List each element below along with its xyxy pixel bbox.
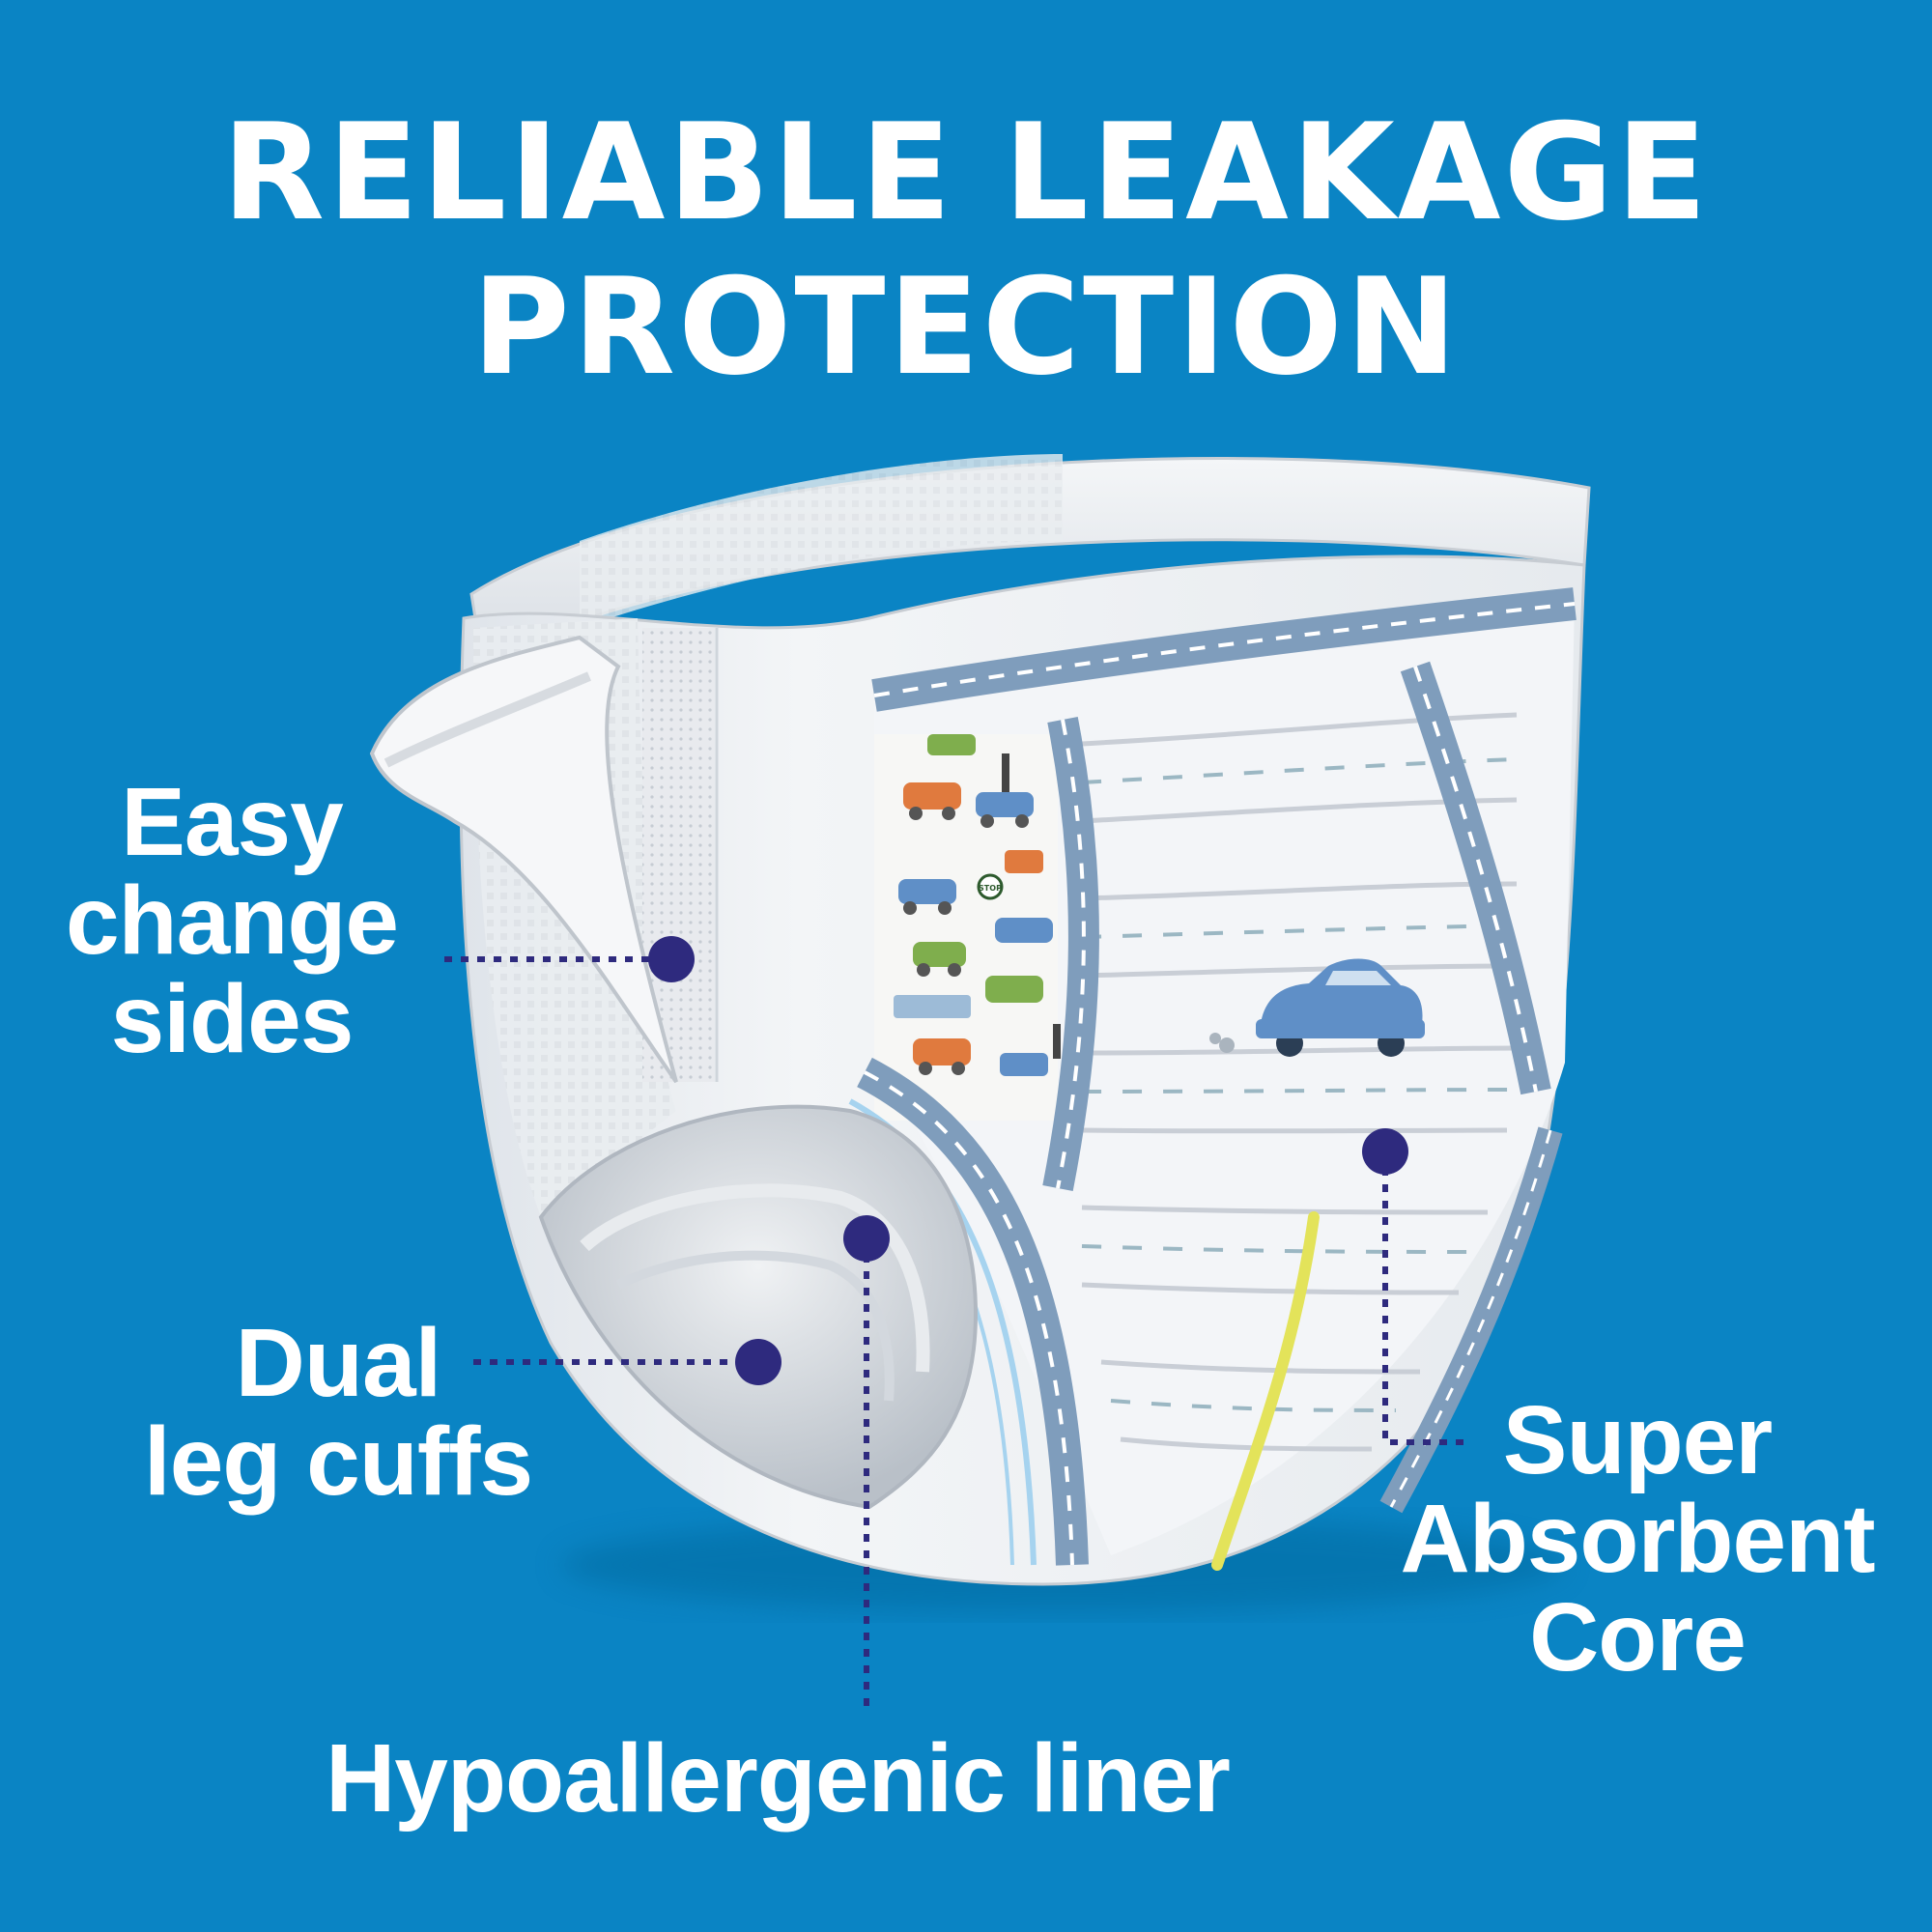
callout-dual-line-1: Dual <box>235 1309 442 1417</box>
leader-super-absorbent <box>1382 1151 1468 1445</box>
callout-easy-line-1: Easy <box>121 768 344 876</box>
stop-sign: STOP <box>979 884 1002 893</box>
easy-change-tab <box>369 635 678 1084</box>
callout-super-line-1: Super <box>1502 1386 1773 1494</box>
callout-super-line-2: Absorbent <box>1400 1485 1876 1593</box>
car-pattern: STOP <box>894 734 1061 1076</box>
wetness-indicator <box>1211 1211 1320 1571</box>
callout-super-absorbent-core: Super Absorbent Core <box>1362 1391 1913 1687</box>
headline-line-1: RELIABLE LEAKAGE <box>221 95 1711 250</box>
blue-car-graphic <box>1209 958 1425 1057</box>
marker-dual-leg-cuffs <box>735 1339 781 1385</box>
callout-dual-leg-cuffs: Dual leg cuffs <box>97 1314 580 1511</box>
leg-cuff-inner <box>615 1250 895 1402</box>
callout-easy-change-sides: Easy change sides <box>29 773 435 1068</box>
callout-super-line-3: Core <box>1529 1583 1747 1691</box>
callout-hypo-line-1: Hypoallergenic liner <box>326 1724 1231 1833</box>
road-bands <box>837 587 1577 1566</box>
leg-opening <box>538 1104 979 1510</box>
waistband-back-mesh <box>580 454 1063 628</box>
headline-line-2: PROTECTION <box>471 249 1461 405</box>
callout-easy-line-2: change <box>65 867 399 975</box>
marker-easy-change <box>648 936 695 982</box>
leg-cuff-outer <box>580 1183 930 1373</box>
marker-hypoallergenic <box>843 1215 890 1262</box>
callout-easy-line-3: sides <box>110 965 355 1073</box>
callout-leaders <box>444 956 1468 1710</box>
callout-hypoallergenic-liner: Hypoallergenic liner <box>222 1729 1333 1828</box>
marker-super-absorbent <box>1362 1128 1408 1175</box>
callout-markers <box>648 936 1408 1385</box>
callout-dual-line-2: leg cuffs <box>143 1407 533 1516</box>
